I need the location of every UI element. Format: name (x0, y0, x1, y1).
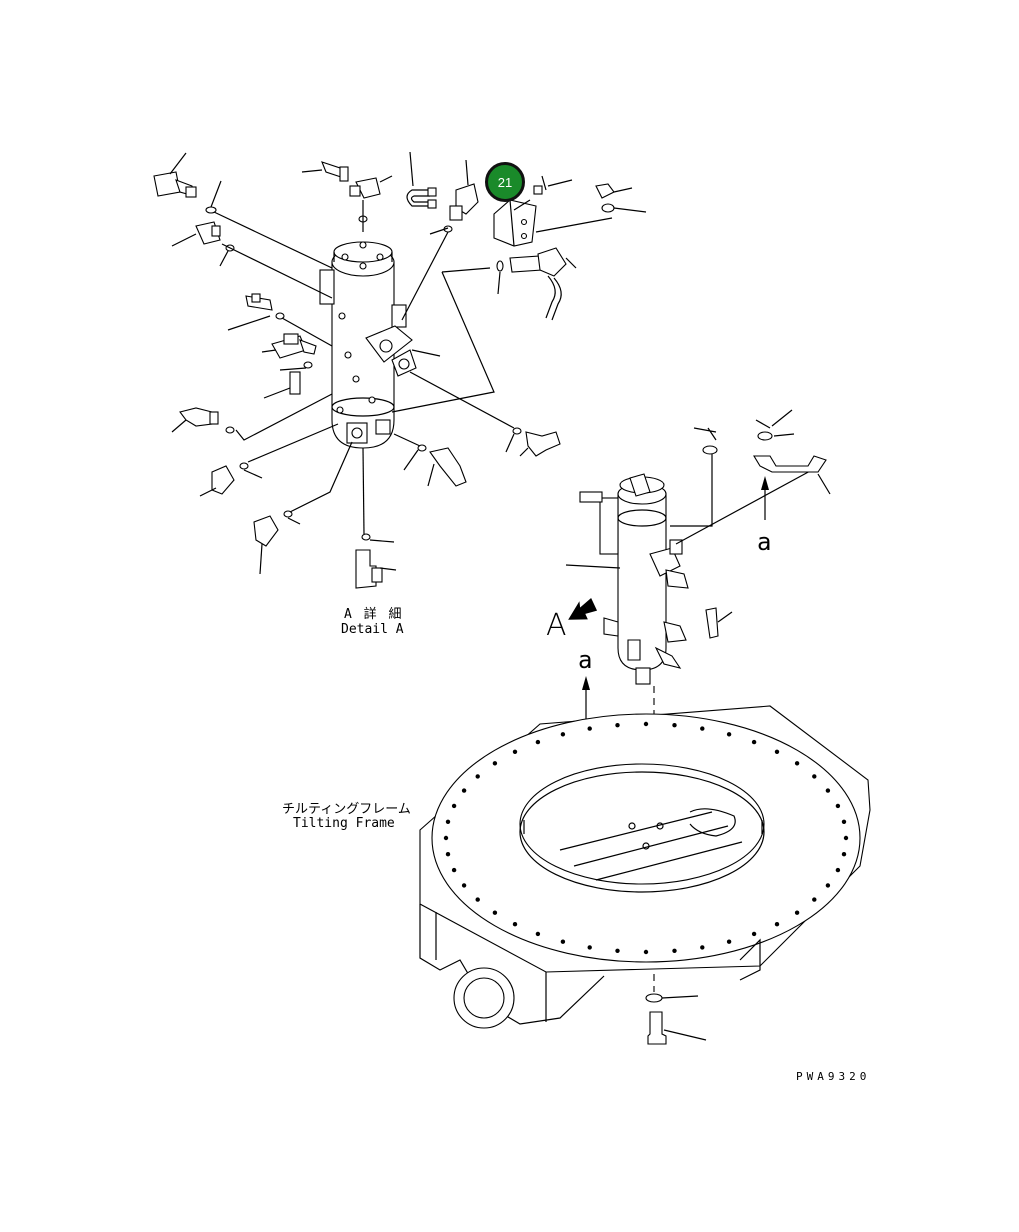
bolt-hole (841, 852, 847, 857)
bolt-hole (835, 803, 841, 809)
bolt-hole (461, 883, 467, 888)
callout-badge-21[interactable]: 21 (485, 162, 525, 202)
bolt-hole (451, 867, 457, 873)
frame-bolt-holes (443, 721, 849, 955)
bolt-hole (726, 732, 732, 737)
bolt-hole (672, 948, 677, 953)
bolt-hole (445, 852, 451, 857)
tilting-frame-label-en: Tilting Frame (293, 816, 395, 831)
bolt-hole (445, 819, 451, 824)
bolt-hole (794, 910, 800, 915)
bolt-hole (751, 931, 757, 937)
bolt-hole (700, 726, 705, 731)
section-marker-a-left: a (578, 646, 593, 674)
bolt-hole (615, 723, 620, 728)
detail-label-en: Detail A (341, 622, 404, 637)
bolt-hole (492, 761, 498, 766)
bolt-hole (812, 774, 817, 779)
bolt-hole (492, 910, 498, 915)
bolt-hole (461, 788, 467, 793)
section-marker-a-right: a (757, 528, 772, 556)
bolt-hole (560, 732, 566, 737)
drawing-code: PWA9320 (796, 1070, 871, 1083)
bolt-hole (587, 945, 592, 950)
bolt-hole (475, 897, 480, 902)
bolt-hole (512, 922, 518, 927)
bolt-hole (587, 726, 592, 731)
bolt-hole (835, 867, 841, 873)
bolt-hole (643, 949, 649, 955)
tilting-frame-label-jp: チルティングフレーム (282, 802, 411, 817)
tilting-frame (419, 705, 871, 1045)
bolt-hole (700, 945, 705, 950)
bolt-hole (535, 931, 541, 937)
bolt-hole (443, 835, 449, 841)
bolt-hole (512, 749, 518, 754)
bolt-hole (535, 739, 541, 745)
bolt-hole (794, 761, 800, 766)
bolt-hole (643, 721, 649, 727)
bolt-hole (560, 939, 566, 944)
bolt-hole (615, 948, 620, 953)
bolt-hole (825, 883, 831, 888)
bolt-hole (751, 739, 757, 745)
bolt-hole (475, 774, 480, 779)
bolt-hole (825, 788, 831, 793)
view-marker-a: A (546, 608, 567, 643)
bolt-hole (812, 897, 817, 902)
bolt-hole (841, 819, 847, 824)
bolt-hole (774, 922, 780, 927)
assembled-swivel-joint (565, 409, 831, 992)
detail-a-swivel-joint (153, 151, 647, 589)
bolt-hole (774, 749, 780, 754)
bolt-hole (451, 803, 457, 809)
bolt-hole (672, 723, 677, 728)
bolt-hole (726, 939, 732, 944)
bolt-hole (843, 835, 849, 841)
detail-label-jp: A 詳 細 (344, 607, 404, 622)
